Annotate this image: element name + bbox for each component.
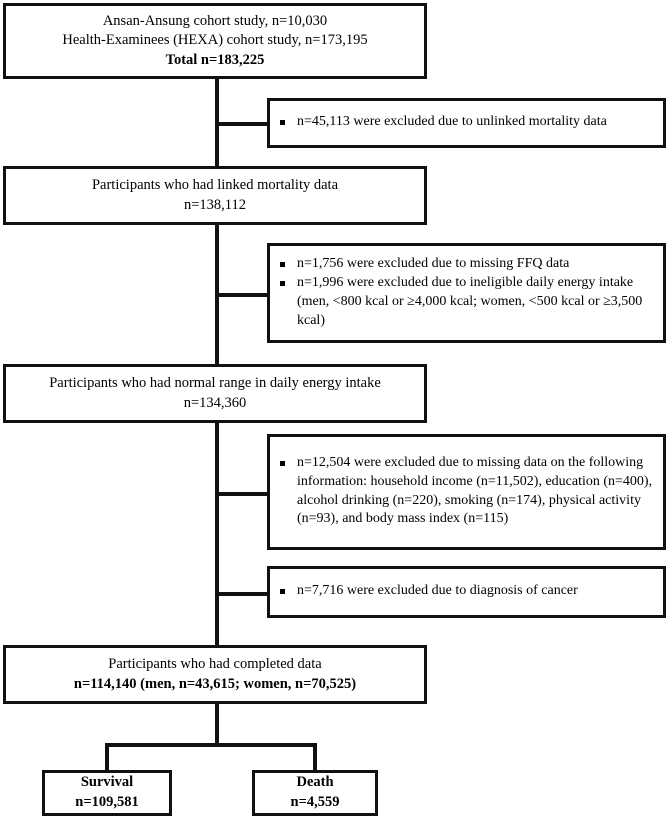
linked-mortality-line-1: Participants who had linked mortality da… bbox=[91, 176, 339, 193]
connector-fork-right bbox=[313, 743, 317, 771]
source-cohorts-total: Total n=183,225 bbox=[165, 51, 265, 68]
list-item: n=1,996 were excluded due to ineligible … bbox=[278, 274, 653, 330]
square-bullet-icon bbox=[280, 261, 285, 267]
node-completed-data: Participants who had completed data n=11… bbox=[3, 645, 427, 704]
node-linked-mortality: Participants who had linked mortality da… bbox=[3, 166, 427, 225]
exclusion-3-item-1: n=12,504 were excluded due to missing da… bbox=[297, 455, 653, 527]
completed-data-line-2: n=114,140 (men, n=43,615; women, n=70,52… bbox=[73, 675, 357, 692]
exclusion-box-4: n=7,716 were excluded due to diagnosis o… bbox=[267, 566, 666, 618]
square-bullet-icon bbox=[280, 461, 285, 467]
exclusion-box-2: n=1,756 were excluded due to missing FFQ… bbox=[267, 243, 666, 343]
node-outcome-death: Death n=4,559 bbox=[252, 770, 378, 816]
list-item: n=45,113 were excluded due to unlinked m… bbox=[278, 113, 653, 132]
linked-mortality-line-2: n=138,112 bbox=[183, 196, 246, 213]
square-bullet-icon bbox=[280, 589, 285, 595]
connector-branch-exclusion-3 bbox=[215, 492, 269, 496]
exclusion-2-item-2: n=1,996 were excluded due to ineligible … bbox=[297, 275, 643, 328]
list-item: n=7,716 were excluded due to diagnosis o… bbox=[278, 582, 653, 601]
completed-data-line-1: Participants who had completed data bbox=[108, 655, 322, 672]
exclusion-2-list: n=1,756 were excluded due to missing FFQ… bbox=[278, 255, 653, 330]
exclusion-1-list: n=45,113 were excluded due to unlinked m… bbox=[278, 113, 653, 132]
normal-energy-line-1: Participants who had normal range in dai… bbox=[49, 374, 381, 391]
exclusion-box-3: n=12,504 were excluded due to missing da… bbox=[267, 434, 666, 550]
exclusion-4-list: n=7,716 were excluded due to diagnosis o… bbox=[278, 582, 653, 601]
connector-branch-exclusion-4 bbox=[215, 592, 269, 596]
list-item: n=12,504 were excluded due to missing da… bbox=[278, 454, 653, 528]
node-outcome-survival: Survival n=109,581 bbox=[42, 770, 172, 816]
normal-energy-line-2: n=134,360 bbox=[183, 394, 247, 411]
connector-fork-stem bbox=[215, 703, 219, 745]
death-count: n=4,559 bbox=[290, 794, 340, 810]
connector-fork-bar bbox=[105, 743, 317, 747]
exclusion-1-item-1: n=45,113 were excluded due to unlinked m… bbox=[297, 114, 607, 130]
square-bullet-icon bbox=[280, 120, 285, 126]
connector-branch-exclusion-2 bbox=[215, 293, 269, 297]
node-source-cohorts: Ansan-Ansung cohort study, n=10,030 Heal… bbox=[3, 3, 427, 79]
exclusion-3-list: n=12,504 were excluded due to missing da… bbox=[278, 454, 653, 528]
survival-count: n=109,581 bbox=[75, 794, 139, 810]
exclusion-4-item-1: n=7,716 were excluded due to diagnosis o… bbox=[297, 583, 578, 599]
exclusion-box-1: n=45,113 were excluded due to unlinked m… bbox=[267, 98, 666, 148]
survival-label: Survival bbox=[80, 774, 134, 791]
exclusion-2-item-1: n=1,756 were excluded due to missing FFQ… bbox=[297, 255, 570, 271]
connector-fork-left bbox=[105, 743, 109, 771]
connector-branch-exclusion-1 bbox=[215, 122, 269, 126]
node-normal-energy-intake: Participants who had normal range in dai… bbox=[3, 364, 427, 423]
source-cohorts-line-2: Health-Examinees (HEXA) cohort study, n=… bbox=[62, 32, 368, 49]
source-cohorts-line-1: Ansan-Ansung cohort study, n=10,030 bbox=[102, 12, 328, 29]
death-label: Death bbox=[296, 774, 334, 791]
list-item: n=1,756 were excluded due to missing FFQ… bbox=[278, 255, 653, 274]
square-bullet-icon bbox=[280, 281, 285, 287]
connector-spine-main bbox=[215, 79, 219, 645]
